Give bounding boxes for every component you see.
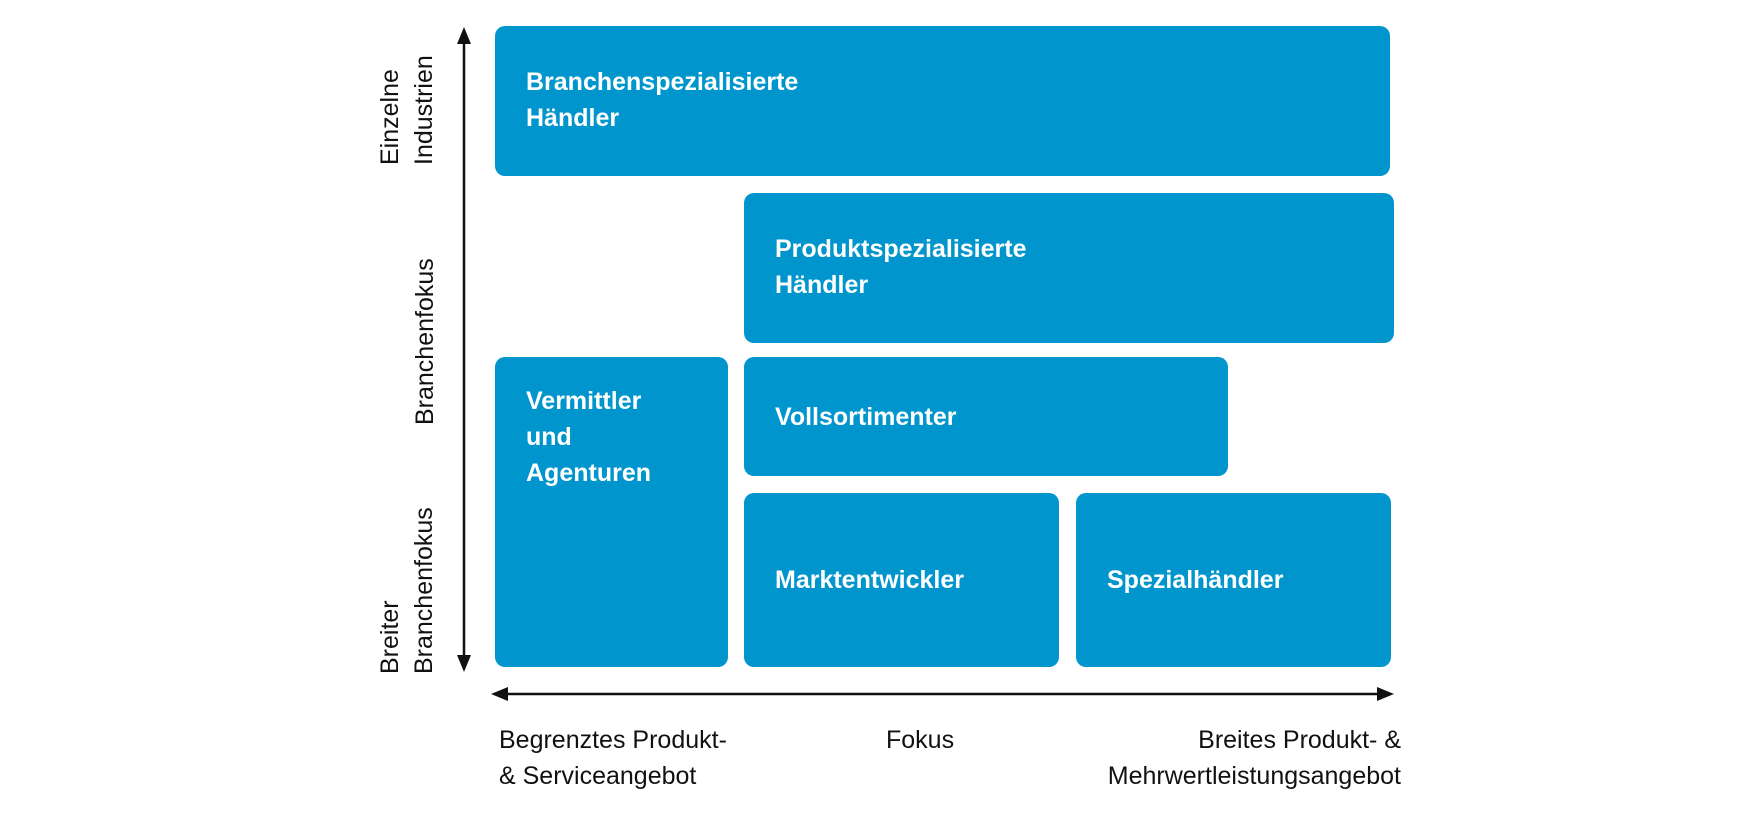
box-marktentwickler: Marktentwickler xyxy=(744,493,1059,667)
y-axis-label-bottom: Breiter Branchenfokus xyxy=(376,507,438,674)
box-vollsortimenter: Vollsortimenter xyxy=(744,357,1228,476)
box-label: Vermittler und Agenturen xyxy=(526,387,651,487)
box-label: Branchenspezialisierte Händler xyxy=(526,68,799,132)
box-label: Vollsortimenter xyxy=(775,402,957,431)
y-axis-arrow xyxy=(457,27,471,672)
box-label: Spezialhändler xyxy=(1107,566,1284,594)
box-vermittler-agenturen: Vermittler und Agenturen xyxy=(495,357,728,667)
y-axis-label-middle: Branchenfokus xyxy=(411,258,439,425)
x-axis-arrow xyxy=(491,687,1394,701)
y-axis-label-top: Einzelne Industrien xyxy=(376,55,438,165)
box-label: Produktspezialisierte Händler xyxy=(775,235,1027,299)
x-axis-label-middle: Fokus xyxy=(886,726,955,754)
box-spezialhaendler: Spezialhändler xyxy=(1076,493,1391,667)
x-axis-label-right: Breites Produkt- & Mehrwertleistungsange… xyxy=(1107,726,1401,790)
box-produktspezialisierte-haendler: Produktspezialisierte Händler xyxy=(744,193,1394,343)
box-label: Marktentwickler xyxy=(775,566,964,594)
box-branchenspezialisierte-haendler: Branchenspezialisierte Händler xyxy=(495,26,1390,176)
x-axis-label-left: Begrenztes Produkt- & Serviceangebot xyxy=(499,726,727,790)
